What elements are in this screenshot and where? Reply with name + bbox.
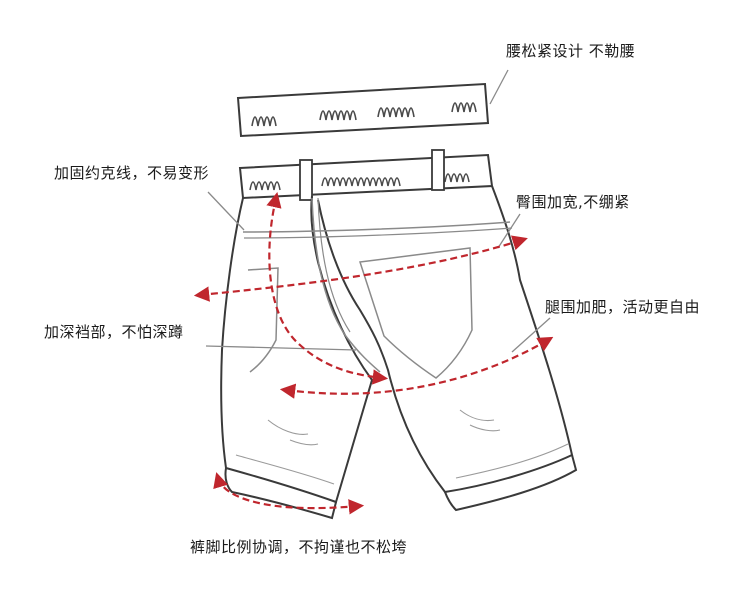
label-yoke-stitch: 加固约克线，不易变形 (54, 164, 210, 182)
hem-arrow (213, 472, 365, 515)
label-hip-width: 臀围加宽,不绷紧 (516, 193, 630, 211)
label-crotch-depth: 加深裆部，不怕深蹲 (44, 323, 184, 341)
label-hem-proportion: 裤脚比例协调，不拘谨也不松垮 (190, 538, 408, 556)
label-thigh-width: 腿围加肥，活动更自由 (545, 298, 701, 316)
elastic-wave-pattern (251, 102, 477, 127)
label-waist-elastic: 腰松紧设计 不勒腰 (506, 42, 636, 60)
waistband-illustration (236, 82, 490, 138)
red-arrows (193, 191, 554, 515)
thigh-width-arrow (279, 336, 554, 399)
